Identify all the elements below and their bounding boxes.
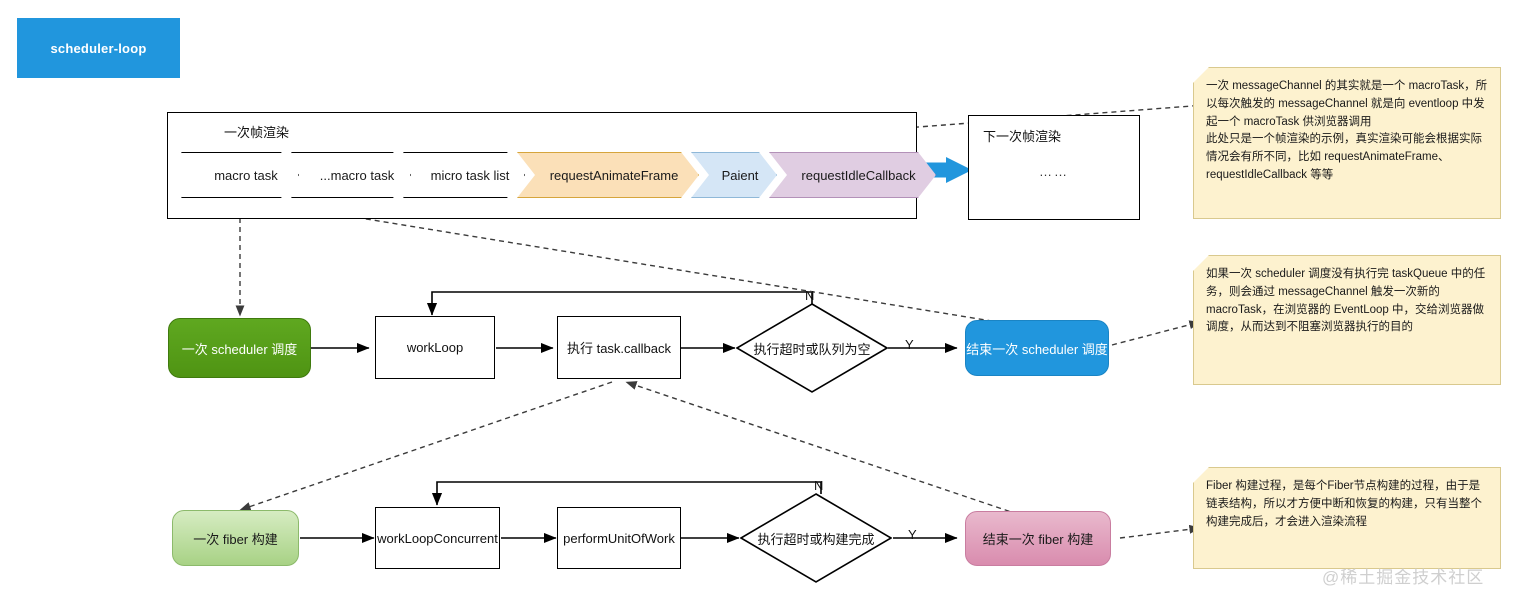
diamond-shape	[736, 303, 888, 393]
node-fiber-decision[interactable]: 执行超时或构建完成	[740, 493, 892, 583]
next-frame-box: 下一次帧渲染 ……	[968, 115, 1140, 220]
node-perform-unit-of-work-label: performUnitOfWork	[563, 530, 675, 546]
scheduler-loop-title-label: scheduler-loop	[50, 40, 147, 56]
frame-step-request-animate-frame: requestAnimateFrame	[517, 152, 699, 198]
frame-render-caption: 一次帧渲染	[224, 125, 290, 140]
frame-step-label: micro task list	[430, 167, 510, 183]
note-fiber-build: Fiber 构建过程，是每个Fiber节点构建的过程，由于是链表结构，所以才方便…	[1193, 467, 1501, 569]
scheduler-branch-no-label: N	[805, 288, 815, 303]
note-message-channel: 一次 messageChannel 的其实就是一个 macroTask，所以每次…	[1193, 67, 1501, 219]
node-work-loop-concurrent-label: workLoopConcurrent	[377, 530, 498, 546]
watermark: @稀土掘金技术社区	[1322, 568, 1485, 587]
node-execute-task-callback-label: 执行 task.callback	[566, 341, 672, 356]
note-text: 一次 messageChannel 的其实就是一个 macroTask，所以每次…	[1206, 80, 1488, 182]
scheduler-branch-yes-label: Y	[905, 337, 914, 352]
note-text: 如果一次 scheduler 调度没有执行完 taskQueue 中的任务，则会…	[1206, 268, 1486, 334]
node-scheduler-end[interactable]: 结束一次 scheduler 调度	[965, 320, 1109, 376]
frame-step-label: Paient	[721, 167, 759, 183]
frame-step-label: macro task	[214, 167, 278, 183]
node-work-loop-label: workLoop	[406, 340, 464, 355]
node-fiber-start[interactable]: 一次 fiber 构建	[172, 510, 299, 566]
scheduler-loop-title: scheduler-loop	[17, 18, 180, 78]
note-scheduler-taskqueue: 如果一次 scheduler 调度没有执行完 taskQueue 中的任务，则会…	[1193, 255, 1501, 385]
node-work-loop[interactable]: workLoop	[375, 316, 495, 379]
node-perform-unit-of-work[interactable]: performUnitOfWork	[557, 507, 681, 569]
frame-step-label: requestIdleCallback	[801, 167, 916, 183]
node-scheduler-start[interactable]: 一次 scheduler 调度	[168, 318, 311, 378]
frame-step-more-macro-task: ...macro task	[291, 152, 411, 198]
node-execute-task-callback[interactable]: 执行 task.callback	[557, 316, 681, 379]
frame-step-micro-task-list: micro task list	[403, 152, 525, 198]
frame-step-request-idle-callback: requestIdleCallback	[769, 152, 936, 198]
node-fiber-end[interactable]: 结束一次 fiber 构建	[965, 511, 1111, 566]
node-fiber-end-label: 结束一次 fiber 构建	[982, 532, 1094, 547]
note-text: Fiber 构建过程，是每个Fiber节点构建的过程，由于是链表结构，所以才方便…	[1206, 480, 1482, 528]
frame-step-label: ...macro task	[319, 167, 395, 183]
frame-step-label: requestAnimateFrame	[549, 167, 679, 183]
node-scheduler-end-label: 结束一次 scheduler 调度	[966, 341, 1108, 357]
node-fiber-start-label: 一次 fiber 构建	[193, 531, 278, 547]
node-scheduler-decision[interactable]: 执行超时或队列为空	[736, 303, 888, 393]
diamond-shape	[740, 493, 892, 583]
fiber-branch-yes-label: Y	[908, 527, 917, 542]
fiber-branch-no-label: N	[814, 478, 824, 493]
node-work-loop-concurrent[interactable]: workLoopConcurrent	[375, 507, 500, 569]
next-frame-dots: ……	[1039, 164, 1069, 179]
node-scheduler-start-label: 一次 scheduler 调度	[181, 341, 298, 357]
next-frame-title: 下一次帧渲染	[983, 129, 1062, 144]
